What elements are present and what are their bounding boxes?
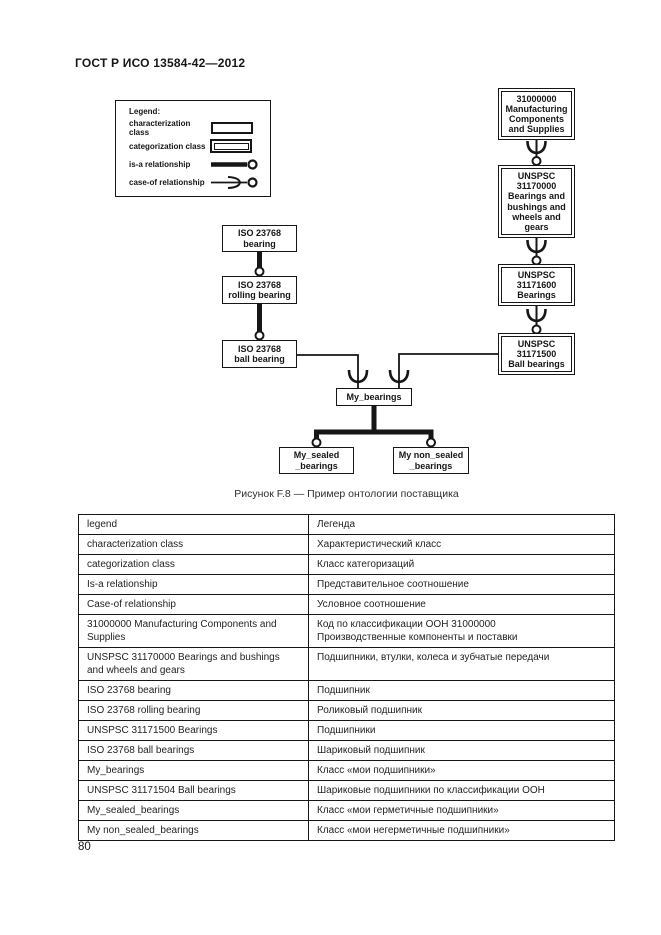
legend-label: is-a relationship xyxy=(129,159,191,169)
node-label: UNSPSC 31171500 Ball bearings xyxy=(508,338,565,370)
caseof-connector-31170000-31171600 xyxy=(526,238,547,266)
node-label: ISO 23768 rolling bearing xyxy=(228,279,291,300)
isa-connector-mybearings-children xyxy=(311,406,436,448)
table-cell-ru: Класс категоризаций xyxy=(308,554,615,575)
table-cell-en: categorization class xyxy=(78,554,309,575)
caseof-connector-31171600-31171500 xyxy=(526,306,547,335)
table-cell-ru: Подшипники, втулки, колеса и зубчатые пе… xyxy=(308,647,615,681)
caseof-connector-mcs-31170000 xyxy=(526,140,547,166)
table-row: UNSPSC 31170000 Bearings and bushings an… xyxy=(78,647,615,681)
table-cell-en: UNSPSC 31171500 Bearings xyxy=(78,720,309,741)
node-label: My_sealed _bearings xyxy=(293,450,340,471)
table-cell-ru: Код по классификации ООН 31000000 Произв… xyxy=(308,614,615,648)
legend-label: case-of relationship xyxy=(129,177,205,187)
legend-row-isa: is-a relationship xyxy=(129,155,260,173)
legend-label: characterization class xyxy=(129,119,191,137)
table-cell-ru: Легенда xyxy=(308,514,615,535)
node-iso-23768-bearing: ISO 23768 bearing xyxy=(222,225,297,252)
case-of-relationship-symbol xyxy=(210,175,260,189)
legend-title: Legend: xyxy=(129,107,161,116)
legend-label: categorization class xyxy=(129,141,206,151)
legend-row-categorization: categorization class xyxy=(129,137,260,155)
table-cell-ru: Шариковый подшипник xyxy=(308,740,615,761)
node-label: UNSPSC 31170000 Bearings and bushings an… xyxy=(507,171,566,232)
table-cell-en: UNSPSC 31170000 Bearings and bushings an… xyxy=(78,647,309,681)
table-cell-ru: Подшипники xyxy=(308,720,615,741)
document-header: ГОСТ Р ИСО 13584-42—2012 xyxy=(75,56,246,70)
table-cell-en: My_sealed_bearings xyxy=(78,800,309,821)
caseof-connector-isoball-mybearings xyxy=(297,354,369,388)
table-cell-ru: Представительное соотношение xyxy=(308,574,615,595)
table-cell-en: 31000000 Manufacturing Components and Su… xyxy=(78,614,309,648)
table-row: 31000000 Manufacturing Components and Su… xyxy=(78,614,615,648)
table-cell-ru: Характеристический класс xyxy=(308,534,615,555)
characterization-class-symbol xyxy=(210,122,260,134)
table-cell-ru: Класс «мои герметичные подшипники» xyxy=(308,800,615,821)
legend-row-caseof: case-of relationship xyxy=(129,173,260,191)
table-cell-en: characterization class xyxy=(78,534,309,555)
page-number: 80 xyxy=(78,841,91,853)
legend-box: Legend: characterization class categoriz… xyxy=(115,100,271,197)
is-a-relationship-symbol xyxy=(210,158,260,171)
table-cell-en: legend xyxy=(78,514,309,535)
table-cell-en: My_bearings xyxy=(78,760,309,781)
table-cell-en: Is-a relationship xyxy=(78,574,309,595)
legend-row-characterization: characterization class xyxy=(129,119,260,137)
node-unspsc-31170000: UNSPSC 31170000 Bearings and bushings an… xyxy=(498,165,575,238)
node-my-bearings: My_bearings xyxy=(336,388,412,406)
categorization-class-symbol xyxy=(210,139,260,153)
node-label: My_bearings xyxy=(346,391,402,402)
table-cell-ru: Шариковые подшипники по классификации ОО… xyxy=(308,780,615,801)
table-cell-ru: Класс «мои негерметичные подшипники» xyxy=(308,820,615,841)
node-label: ISO 23768 ball bearing xyxy=(234,343,285,364)
node-iso-23768-rolling-bearing: ISO 23768 rolling bearing xyxy=(222,276,297,304)
table-cell-en: UNSPSC 31171504 Ball bearings xyxy=(78,780,309,801)
isa-connector-rolling-ball xyxy=(254,304,265,341)
diagram-connectors xyxy=(254,140,547,448)
node-unspsc-31171600-bearings: UNSPSC 31171600 Bearings xyxy=(498,264,575,306)
node-label: My non_sealed _bearings xyxy=(398,450,464,471)
table-cell-en: ISO 23768 rolling bearing xyxy=(78,700,309,721)
node-unspsc-31171500-ball-bearings: UNSPSC 31171500 Ball bearings xyxy=(498,333,575,375)
node-label: 31000000 Manufacturing Components and Su… xyxy=(505,93,568,135)
table-cell-en: Case-of relationship xyxy=(78,594,309,615)
table-cell-en: My non_sealed_bearings xyxy=(78,820,309,841)
table-cell-ru: Класс «мои подшипники» xyxy=(308,760,615,781)
table-cell-en: ISO 23768 ball bearings xyxy=(78,740,309,761)
table-cell-ru: Условное соотношение xyxy=(308,594,615,615)
node-label: UNSPSC 31171600 Bearings xyxy=(516,269,557,301)
node-my-sealed-bearings: My_sealed _bearings xyxy=(279,447,354,474)
table-cell-en: ISO 23768 bearing xyxy=(78,680,309,701)
table-cell-ru: Подшипник xyxy=(308,680,615,701)
table-cell-ru: Роликовый подшипник xyxy=(308,700,615,721)
isa-connector-bearing-rolling xyxy=(254,252,265,277)
caseof-connector-ballbearings-mybearings xyxy=(388,353,499,388)
node-iso-23768-ball-bearing: ISO 23768 ball bearing xyxy=(222,340,297,368)
node-label: ISO 23768 bearing xyxy=(237,228,282,249)
node-my-non-sealed-bearings: My non_sealed _bearings xyxy=(393,447,469,474)
figure-caption: Рисунок F.8 — Пример онтологии поставщик… xyxy=(234,488,459,500)
node-31000000-manufacturing: 31000000 Manufacturing Components and Su… xyxy=(498,88,575,140)
